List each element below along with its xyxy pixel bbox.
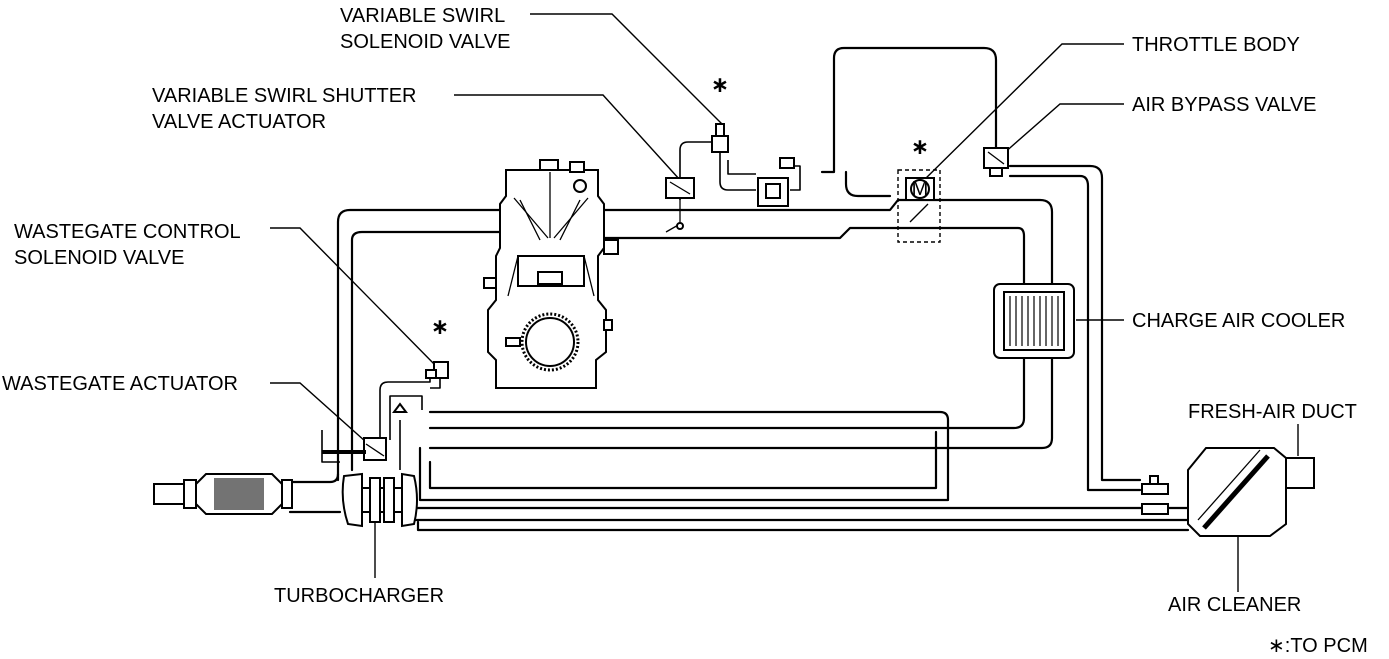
charge-air-cooler xyxy=(993,283,1075,359)
label-variable-swirl-shutter-valve-actuator-line1: VARIABLE SWIRL SHUTTER xyxy=(152,85,417,107)
engine-block xyxy=(483,159,619,389)
pcm-markers: ∗ ∗ ∗ xyxy=(431,73,929,340)
component-labels: VARIABLE SWIRL SOLENOID VALVE VARIABLE S… xyxy=(2,5,1368,657)
label-variable-swirl-shutter-valve-actuator-line2: VALVE ACTUATOR xyxy=(152,111,326,133)
label-wastegate-actuator: WASTEGATE ACTUATOR xyxy=(2,373,238,395)
label-turbocharger: TURBOCHARGER xyxy=(274,585,444,607)
legend-to-pcm: ∗:TO PCM xyxy=(1268,635,1368,657)
air-bypass-valve xyxy=(983,147,1009,177)
pcm-star-wastegate-solenoid: ∗ xyxy=(431,315,449,340)
turbocharger xyxy=(341,472,418,528)
label-variable-swirl-solenoid-valve-line1: VARIABLE SWIRL xyxy=(340,5,505,27)
catalytic-converter xyxy=(153,473,293,515)
pcm-star-throttle-body: ∗ xyxy=(911,135,929,160)
leader-lines xyxy=(270,13,1299,592)
variable-swirl-shutter-actuator xyxy=(665,177,695,233)
variable-swirl-solenoid-valve xyxy=(711,123,795,207)
label-wastegate-control-solenoid-valve-line1: WASTEGATE CONTROL xyxy=(14,221,241,243)
wastegate-control-solenoid-valve xyxy=(425,361,449,379)
air-pipes xyxy=(288,46,1190,532)
label-throttle-body: THROTTLE BODY xyxy=(1132,34,1300,56)
label-fresh-air-duct: FRESH-AIR DUCT xyxy=(1188,401,1357,423)
throttle-body: M xyxy=(897,169,941,243)
label-air-bypass-valve: AIR BYPASS VALVE xyxy=(1132,94,1317,116)
label-charge-air-cooler: CHARGE AIR COOLER xyxy=(1132,310,1345,332)
air-cleaner xyxy=(1141,447,1315,537)
pcm-star-swirl-solenoid: ∗ xyxy=(711,73,729,98)
label-air-cleaner: AIR CLEANER xyxy=(1168,594,1301,616)
label-wastegate-control-solenoid-valve-line2: SOLENOID VALVE xyxy=(14,247,184,269)
motor-letter: M xyxy=(912,178,929,200)
label-variable-swirl-solenoid-valve-line2: SOLENOID VALVE xyxy=(340,31,510,53)
wastegate-actuator xyxy=(322,402,408,461)
